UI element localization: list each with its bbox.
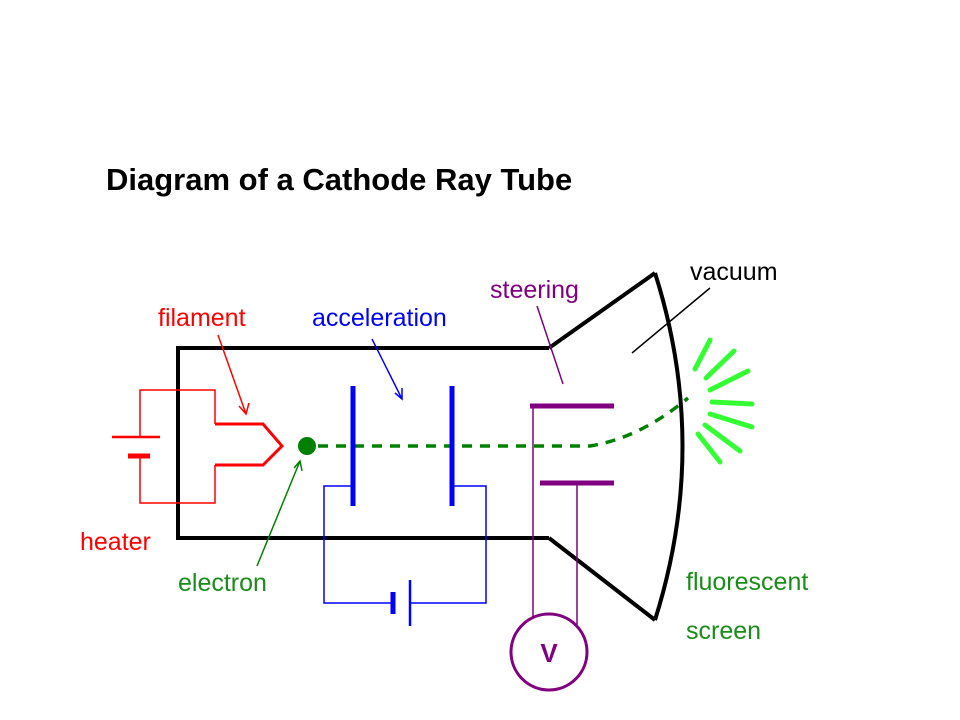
label-steering: steering [490, 276, 579, 304]
label-screen: screen [686, 617, 761, 645]
steering-circuit [509, 403, 614, 692]
label-acceleration: acceleration [312, 304, 447, 332]
tube-outline [176, 271, 685, 622]
electron-beam [318, 396, 690, 448]
label-vacuum: vacuum [690, 258, 778, 286]
filament-wire [215, 422, 285, 467]
label-electron: electron [178, 569, 267, 597]
leader-lines [217, 287, 711, 567]
screen-glow-icon [692, 337, 755, 465]
label-fluorescent: fluorescent [686, 568, 808, 596]
label-filament: filament [158, 304, 246, 332]
voltmeter-label: V [540, 638, 558, 668]
voltmeter [509, 612, 589, 692]
electron-dot [298, 437, 316, 455]
acceleration-circuit [323, 386, 487, 626]
label-heater: heater [80, 528, 151, 556]
heater-circuit [112, 389, 285, 504]
diagram-title: Diagram of a Cathode Ray Tube [106, 162, 572, 197]
